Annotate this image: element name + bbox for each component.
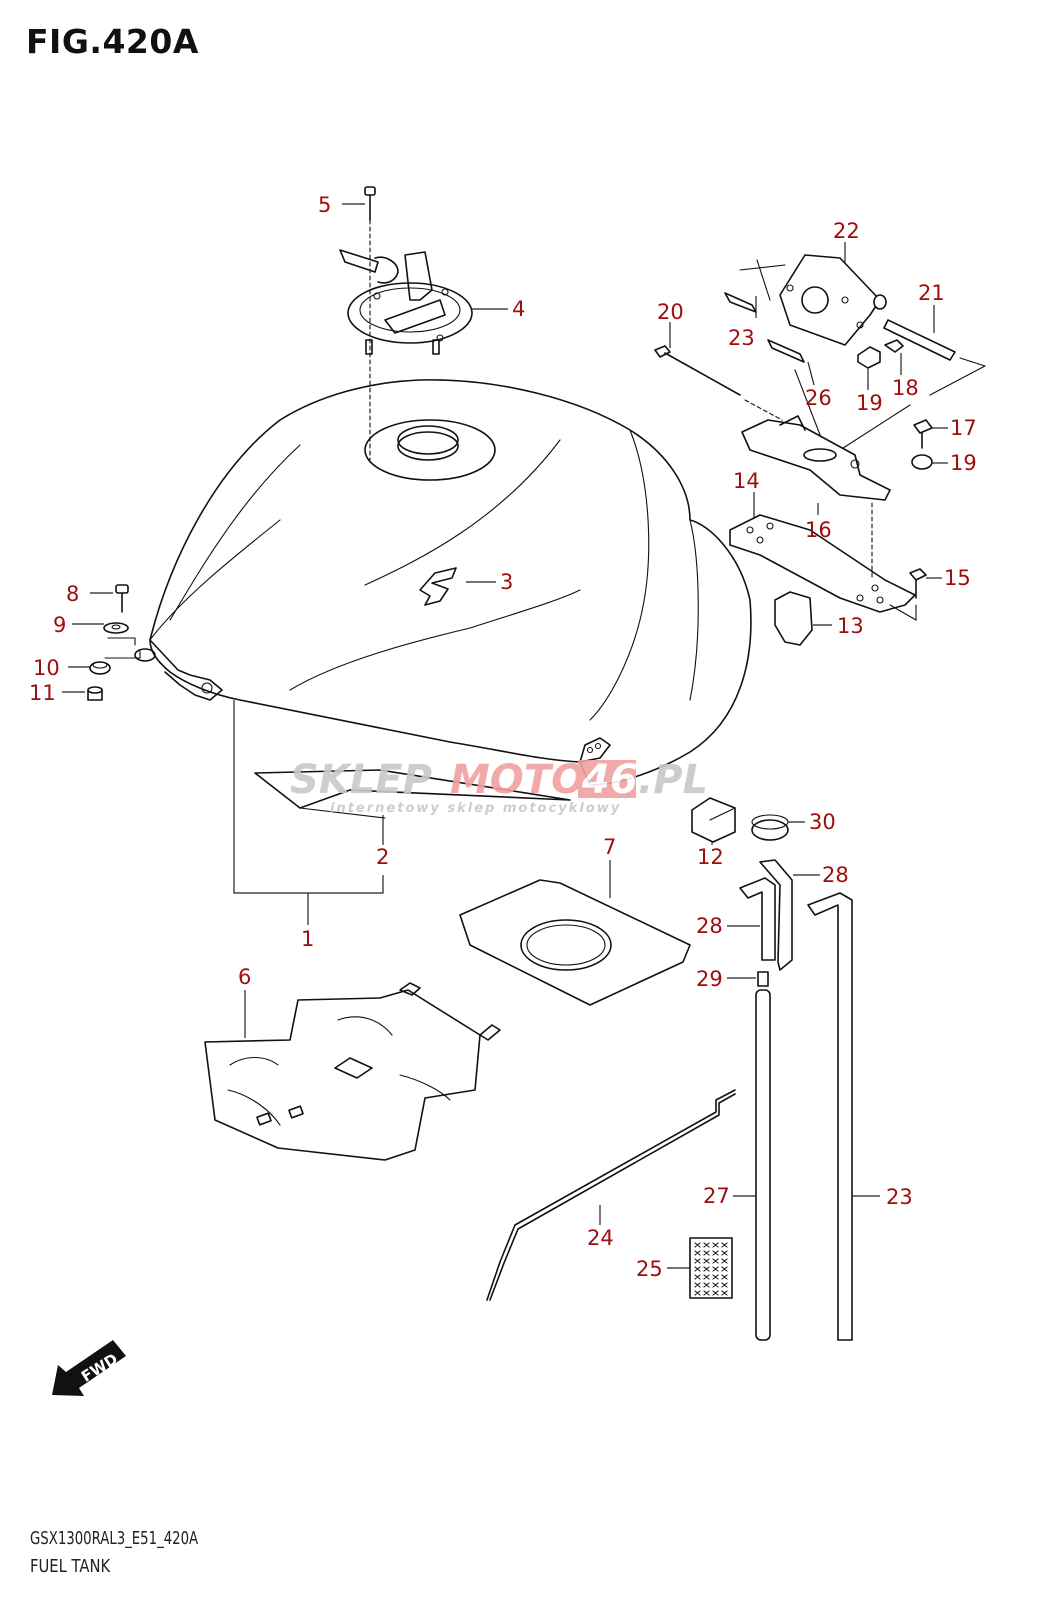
fuel-tank[interactable] [149, 379, 752, 786]
watermark-part2: MOTO [450, 757, 585, 803]
tank-decal[interactable] [254, 769, 571, 819]
callout-26[interactable]: 25 [636, 1257, 663, 1281]
callout-20[interactable]: 20 [657, 300, 684, 324]
callout-3[interactable]: 3 [500, 570, 513, 594]
watermark-part3: 46 [581, 757, 638, 803]
leader-lines [62, 203, 948, 1269]
figure-code: GSX1300RAL3_E51_420A [30, 1528, 199, 1549]
callout-10[interactable]: 10 [33, 656, 60, 680]
tank-pad[interactable] [459, 879, 691, 1006]
collar[interactable] [751, 814, 789, 841]
callout-4[interactable]: 4 [512, 297, 525, 321]
rubber-cushion[interactable] [691, 797, 736, 843]
callout-9[interactable]: 9 [53, 613, 66, 637]
figure-name: FUEL TANK [30, 1556, 111, 1577]
watermark: SKLEP MOTO 46 .PL internetowy sklep moto… [290, 757, 708, 816]
callout-23-left[interactable]: 23 [728, 326, 755, 350]
front-bolt-set[interactable] [87, 584, 156, 701]
callout-27[interactable]: 27 [703, 1184, 730, 1208]
callout-1[interactable]: 1 [301, 927, 314, 951]
cap-bolt[interactable] [364, 186, 376, 461]
callout-8[interactable]: 8 [66, 582, 79, 606]
callout-18[interactable]: 18 [892, 376, 919, 400]
callout-15[interactable]: 15 [944, 566, 971, 590]
callout-21[interactable]: 21 [918, 281, 945, 305]
forward-arrow-icon: FWD [52, 1340, 126, 1396]
watermark-part4: .PL [638, 757, 708, 803]
callout-19-upper[interactable]: 19 [856, 391, 883, 415]
callout-2[interactable]: 2 [376, 845, 389, 869]
callout-23-lower[interactable]: 26 [805, 386, 832, 410]
callout-25[interactable]: 23 [886, 1185, 913, 1209]
tank-rod[interactable] [486, 1089, 736, 1301]
heat-shield[interactable] [204, 982, 501, 1161]
callout-14[interactable]: 14 [733, 469, 760, 493]
figure-title: FIG.420A [26, 22, 199, 61]
watermark-tagline: internetowy sklep motocyklowy [330, 801, 621, 816]
callouts: 5 4 3 8 9 10 11 2 1 7 6 12 30 28 28 29 2… [29, 193, 977, 1281]
callout-6[interactable]: 6 [238, 965, 251, 989]
hoses[interactable] [739, 859, 853, 1341]
callout-13[interactable]: 13 [837, 614, 864, 638]
fuel-cap-assembly[interactable] [339, 249, 473, 355]
callout-22[interactable]: 22 [833, 219, 860, 243]
callout-28-lower[interactable]: 28 [696, 914, 723, 938]
callout-29[interactable]: 29 [696, 967, 723, 991]
callout-28-upper[interactable]: 28 [822, 863, 849, 887]
suzuki-emblem-icon [419, 567, 457, 606]
callout-7[interactable]: 7 [603, 835, 616, 859]
callout-30[interactable]: 30 [809, 810, 836, 834]
callout-12[interactable]: 12 [697, 845, 724, 869]
callout-11[interactable]: 11 [29, 681, 56, 705]
rear-bracket-assembly[interactable] [654, 254, 986, 646]
watermark-part1: SKLEP [290, 757, 432, 803]
callout-5[interactable]: 5 [318, 193, 331, 217]
callout-19-lower[interactable]: 19 [950, 451, 977, 475]
callout-16[interactable]: 16 [805, 518, 832, 542]
mesh-pad[interactable] [689, 1237, 733, 1299]
callout-17[interactable]: 17 [950, 416, 977, 440]
callout-24[interactable]: 24 [587, 1226, 614, 1250]
